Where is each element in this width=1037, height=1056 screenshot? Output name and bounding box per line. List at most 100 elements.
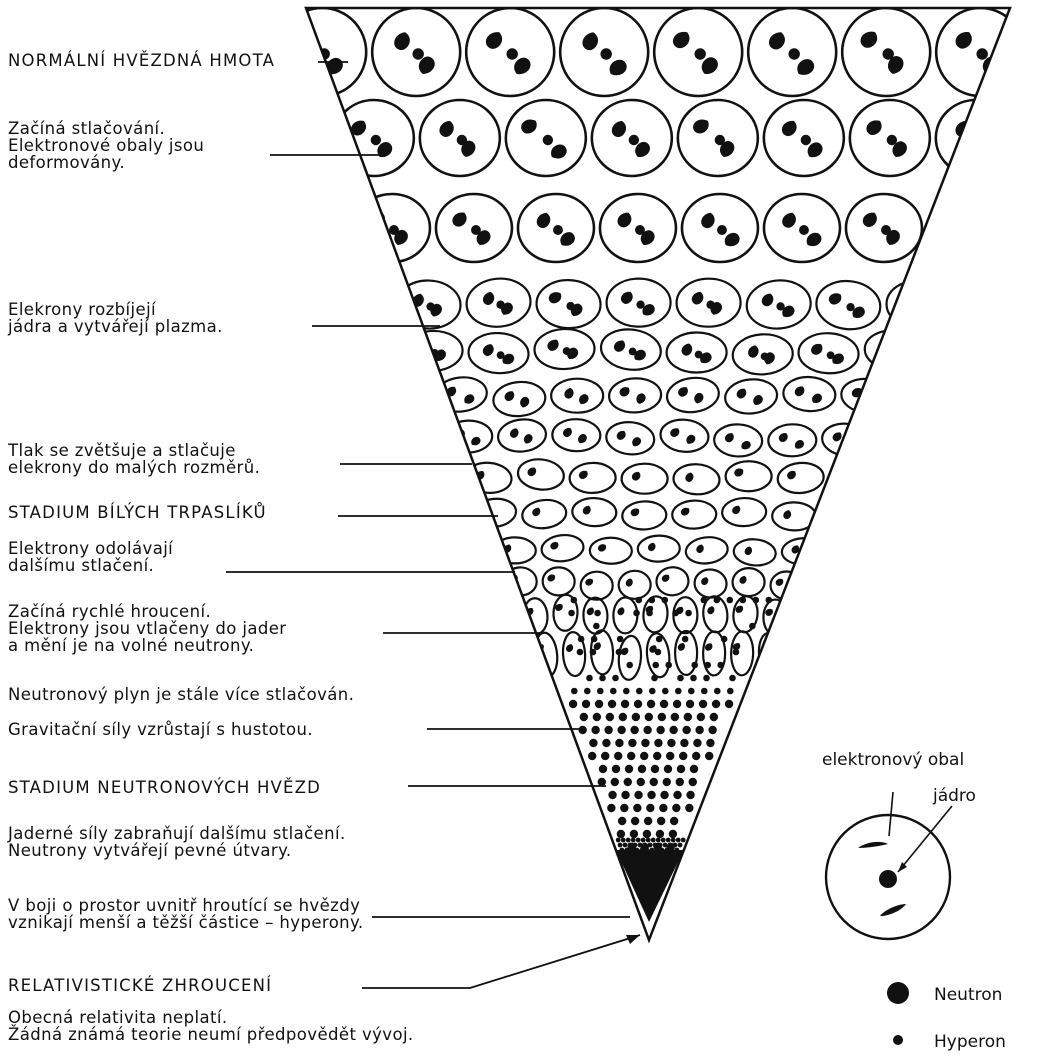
hyperon-dot	[664, 848, 669, 853]
electron-mark	[550, 542, 558, 550]
nucleus-dot	[963, 225, 973, 235]
neutron-dot	[580, 713, 588, 721]
label-gravity: Gravitační síly vzrůstají s hustotou.	[8, 721, 313, 738]
neutron-dot	[686, 700, 694, 708]
atom-cell	[928, 194, 1004, 262]
neutron-dot	[617, 636, 624, 643]
electron-mark	[695, 544, 705, 554]
neutron-dot	[593, 623, 600, 630]
atom-cell	[936, 100, 1016, 176]
neutron-dot	[634, 700, 642, 708]
neutron-dot	[627, 752, 635, 760]
electron-mark	[609, 59, 627, 76]
electron-mark	[780, 212, 798, 230]
neutron-dot	[594, 610, 601, 617]
electron-mark	[743, 546, 754, 557]
legend-neutron-label: Neutron	[934, 985, 1002, 1005]
hyperon-dot	[634, 848, 639, 853]
cell-row	[522, 594, 787, 635]
neutron-dot	[641, 739, 649, 747]
cell-row	[402, 326, 926, 376]
electron-mark	[832, 432, 842, 442]
hyperon-dot	[633, 843, 638, 848]
nucleus-dot	[717, 225, 727, 235]
hyperon-dot	[681, 838, 686, 843]
neutron-dot	[621, 700, 629, 708]
electron-mark	[736, 606, 744, 613]
hyperon-dot	[621, 853, 626, 858]
electron-mark	[484, 31, 504, 50]
atom-cell	[608, 377, 662, 414]
neutron-dot	[725, 700, 733, 708]
electron-mark	[613, 340, 626, 353]
electron-mark	[893, 346, 908, 361]
legend-nucleus-dot	[879, 870, 897, 888]
atom-cell	[590, 537, 632, 564]
hyperon-dot	[656, 838, 661, 843]
neutron-dot	[697, 713, 705, 721]
neutron-dot	[690, 675, 697, 682]
atom-cell	[551, 379, 603, 413]
hyperon-dot	[671, 838, 676, 843]
atom-cell	[732, 567, 765, 596]
electron-mark	[670, 428, 680, 437]
label-neutron-star: STADIUM NEUTRONOVÝCH HVĚZD	[8, 779, 321, 796]
electron-mark	[677, 642, 686, 651]
neutron-dot	[593, 713, 601, 721]
electron-mark	[547, 574, 555, 582]
neutron-dot	[677, 675, 684, 682]
hyperon-dot	[669, 848, 674, 853]
neutron-dot	[610, 688, 617, 695]
neutron-dot	[749, 623, 756, 630]
neutron-dot	[634, 791, 642, 799]
neutron-dot	[676, 778, 684, 786]
cell-row	[396, 276, 952, 333]
electron-mark	[980, 143, 997, 160]
electron-mark	[531, 507, 541, 517]
neutron-dot	[691, 662, 698, 669]
neutron-dot	[672, 804, 680, 812]
electron-mark	[839, 468, 849, 478]
atom-cell	[821, 421, 872, 458]
atom-cell	[516, 457, 565, 492]
neutron-dot	[682, 726, 690, 734]
neutron-dot	[648, 597, 655, 604]
atom-cell	[494, 537, 536, 563]
cell-row	[444, 417, 872, 458]
neutron-dot	[630, 726, 638, 734]
electron-mark	[585, 578, 593, 586]
neutron-dot	[620, 804, 628, 812]
neutron-dot	[591, 636, 598, 643]
neutron-dot	[646, 610, 653, 617]
electron-mark	[690, 291, 705, 306]
electron-mark	[692, 118, 709, 134]
neutron-dot	[685, 610, 692, 617]
nucleus-dot	[973, 135, 983, 145]
atom-cell	[637, 535, 680, 562]
neutron-dot	[628, 739, 636, 747]
hyperon-dot	[639, 848, 644, 853]
label-white-dwarf: STADIUM BÍLÝCH TRPASLÍKŮ	[8, 504, 267, 521]
atom-cell	[433, 375, 489, 415]
electron-mark	[849, 439, 860, 449]
electron-mark	[562, 387, 575, 400]
electron-mark	[481, 343, 495, 357]
neutron-dot	[637, 778, 645, 786]
neutron-dot	[717, 662, 724, 669]
neutron-dot	[661, 597, 668, 604]
electron-mark	[782, 509, 793, 520]
electron-mark	[866, 120, 882, 135]
nucleus-dot	[506, 48, 517, 59]
neutron-dot	[705, 752, 713, 760]
atom-cell	[471, 496, 518, 529]
hyperon-dot	[629, 848, 634, 853]
electron-mark	[954, 31, 973, 50]
neutron-dot	[721, 636, 728, 643]
neutron-dot	[692, 752, 700, 760]
neutron-dot	[651, 765, 659, 773]
hyperon-dot	[641, 838, 646, 843]
neutron-dot	[608, 700, 616, 708]
electron-mark	[647, 542, 657, 552]
electron-mark	[692, 392, 705, 405]
hyperon-dot	[674, 848, 679, 853]
